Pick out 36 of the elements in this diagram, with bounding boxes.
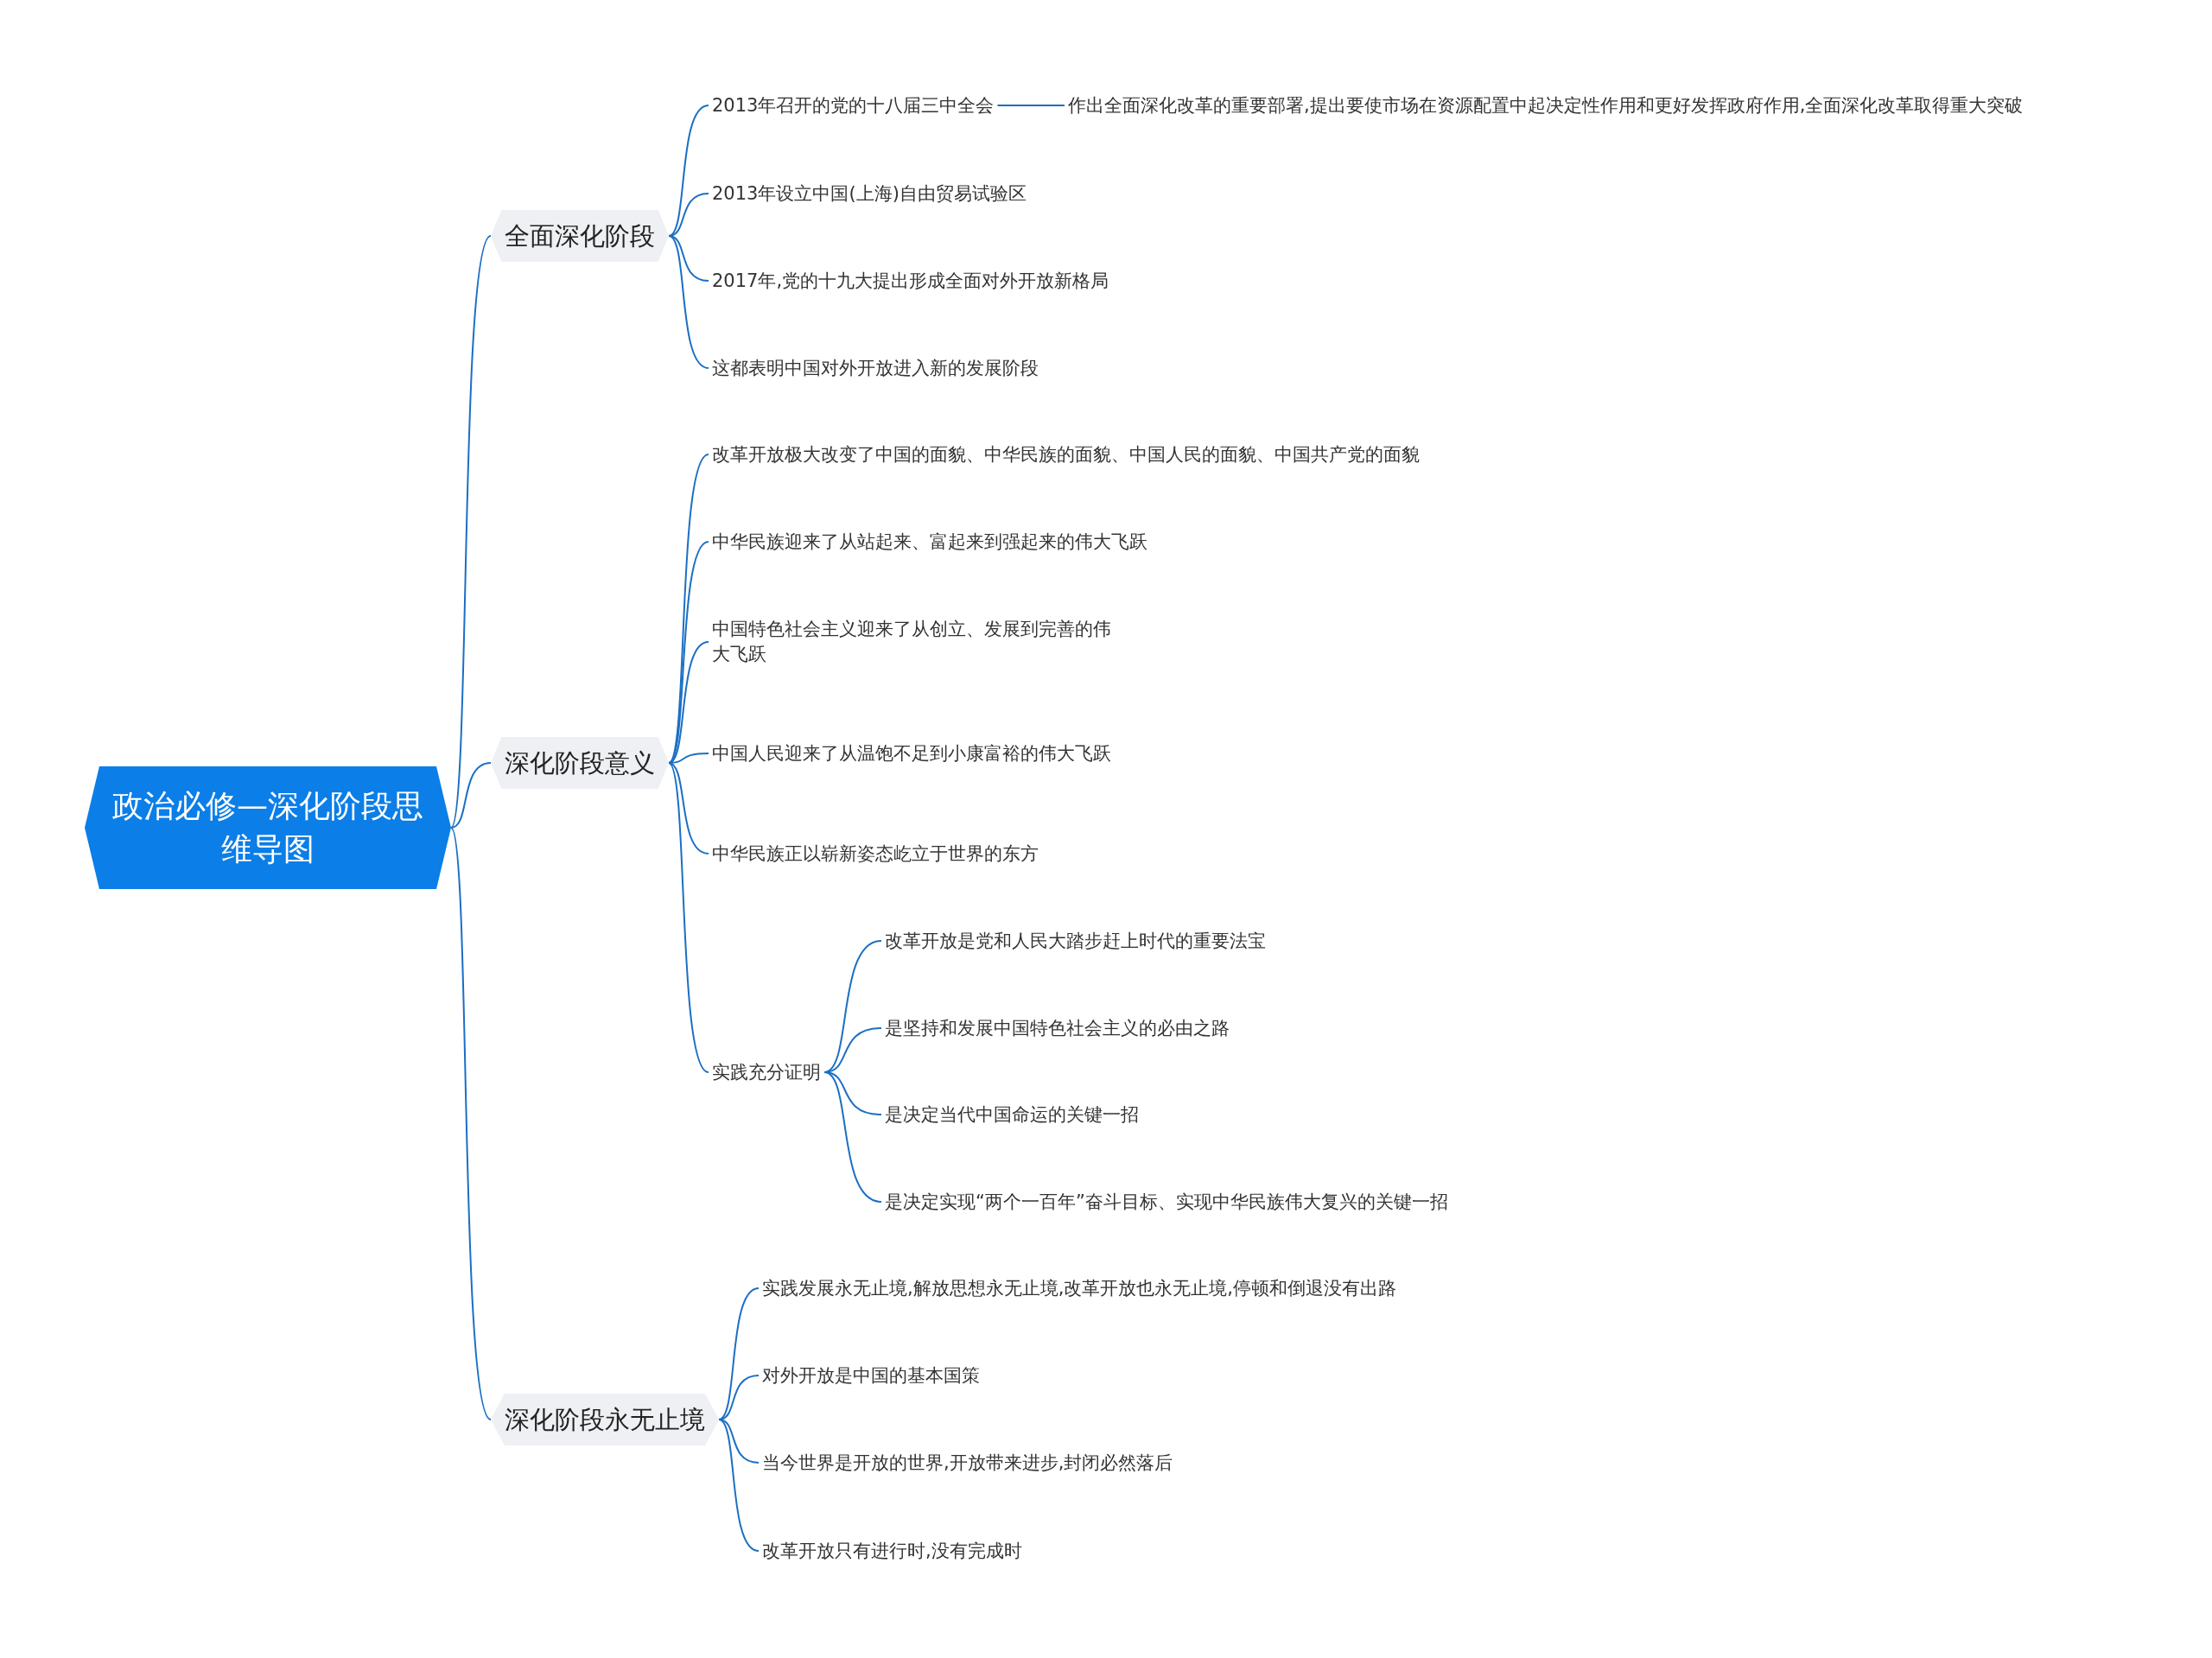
subtopic-text: 是决定实现“两个一百年”奋斗目标、实现中华民族伟大复兴的关键一招 (881, 1187, 1452, 1217)
connector-line (450, 235, 492, 829)
connector-line (823, 1071, 882, 1203)
subtopic-text: 实践发展永无止境,解放思想永无止境,改革开放也永无止境,停顿和倒退没有出路 (759, 1274, 1401, 1303)
connector-line (668, 541, 709, 764)
subtopic-text: 2017年,党的十九大提出形成全面对外开放新格局 (709, 266, 1113, 295)
subtopic-text: 中华民族迎来了从站起来、富起来到强起来的伟大飞跃 (709, 527, 1151, 556)
connector-line (668, 235, 709, 369)
connector-line (996, 105, 1065, 106)
subtopic-text: 当今世界是开放的世界,开放带来进步,封闭必然落后 (759, 1448, 1177, 1477)
branch-topic: 全面深化阶段 (491, 210, 669, 262)
subtopic-text: 2013年设立中国(上海)自由贸易试验区 (709, 179, 1030, 208)
subtopic-text: 实践充分证明 (709, 1058, 824, 1087)
subtopic-text: 对外开放是中国的基本国策 (759, 1361, 983, 1390)
subtopic-text: 中华民族正以崭新姿态屹立于世界的东方 (709, 839, 1042, 868)
connector-line (450, 762, 492, 829)
subtopic-text: 作出全面深化改革的重要部署,提出要使市场在资源配置中起决定性作用和更好发挥政府作用,全面深化改革取得重大突破 (1065, 91, 2027, 120)
connector-line (668, 235, 709, 282)
subtopic-text: 中国特色社会主义迎来了从创立、发展到完善的伟大飞跃 (709, 615, 1123, 669)
subtopic-text: 是坚持和发展中国特色社会主义的必由之路 (881, 1013, 1233, 1043)
subtopic-text: 是决定当代中国命运的关键一招 (881, 1100, 1142, 1129)
central-topic: 政治必修—深化阶段思维导图 (85, 766, 451, 889)
subtopic-text: 2013年召开的党的十八届三中全会 (709, 91, 998, 120)
branch-topic: 深化阶段永无止境 (491, 1394, 719, 1445)
connector-line (718, 1419, 760, 1552)
subtopic-text: 中国人民迎来了从温饱不足到小康富裕的伟大飞跃 (709, 739, 1123, 768)
connector-line (668, 762, 709, 854)
subtopic-text: 改革开放只有进行时,没有完成时 (759, 1536, 1026, 1566)
connector-line (668, 762, 709, 1073)
subtopic-text: 改革开放极大改变了中国的面貌、中华民族的面貌、中国人民的面貌、中国共产党的面貌 (709, 440, 1423, 469)
branch-topic: 深化阶段意义 (491, 737, 669, 789)
subtopic-text: 这都表明中国对外开放进入新的发展阶段 (709, 353, 1042, 383)
subtopic-text: 改革开放是党和人民大踏步赶上时代的重要法宝 (881, 926, 1269, 956)
connector-line (668, 105, 709, 237)
connector-line (450, 827, 492, 1420)
connector-line (718, 1287, 760, 1420)
